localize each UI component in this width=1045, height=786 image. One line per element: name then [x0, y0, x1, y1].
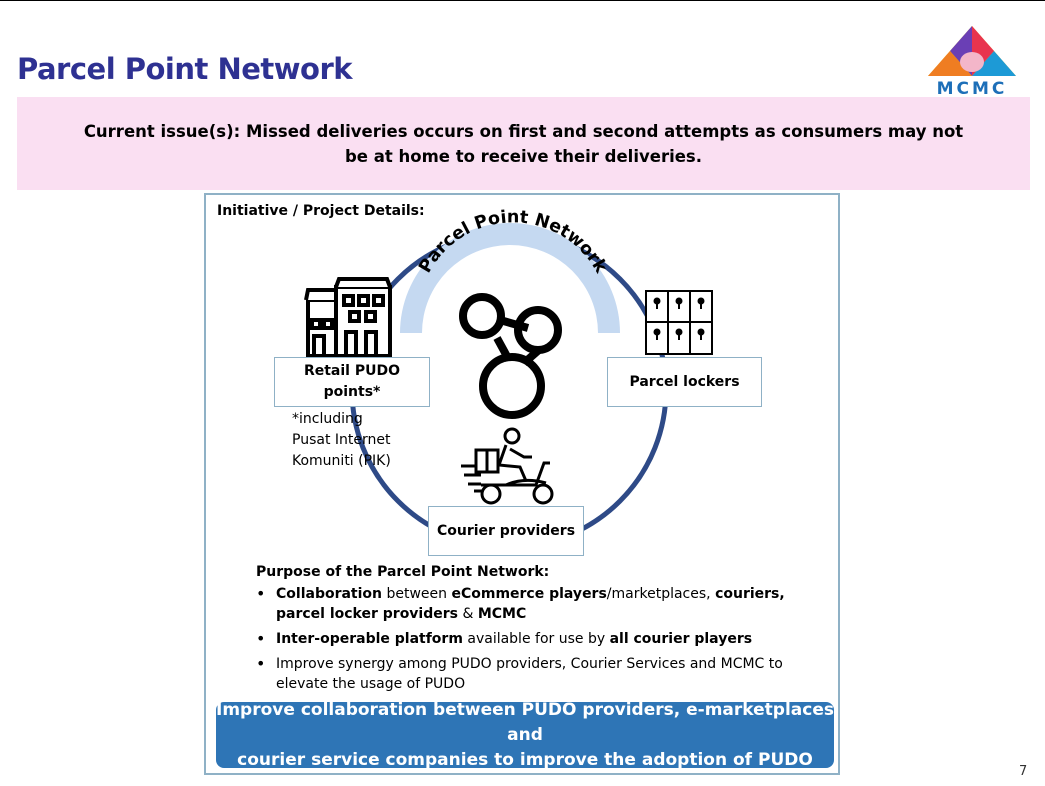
current-issue-banner: Current issue(s): Missed deliveries occu…: [17, 97, 1030, 190]
project-details-panel: Initiative / Project Details: Parcel Poi…: [204, 193, 840, 775]
retail-pudo-label-1: Retail PUDO: [303, 363, 401, 379]
arc-band: [400, 223, 620, 333]
purpose-bullet-synergy: Improve synergy among PUDO providers, Co…: [256, 654, 816, 694]
courier-scooter-icon: [461, 427, 554, 505]
footnote-line: Pusat Internet: [292, 432, 391, 448]
issue-text: Current issue(s): Missed deliveries occu…: [83, 121, 964, 166]
purpose-bullet-collaboration: Collaboration between eCommerce players/…: [256, 584, 816, 624]
panel-label: Initiative / Project Details:: [217, 203, 425, 219]
logo-text: MCMC: [937, 79, 1008, 96]
building-icon: [304, 277, 392, 358]
retail-pudo-box: Retail PUDO points*: [274, 357, 430, 407]
page-number: 7: [1019, 764, 1028, 779]
courier-providers-box: Courier providers: [428, 506, 584, 556]
key-message-banner: Improve collaboration between PUDO provi…: [216, 699, 834, 770]
parcel-lockers-box: Parcel lockers: [607, 357, 762, 407]
parcel-locker-icon: [645, 290, 713, 355]
purpose-section: Purpose of the Parcel Point Network: Col…: [256, 564, 816, 699]
parcel-lockers-label: Parcel lockers: [629, 373, 740, 390]
courier-providers-label: Courier providers: [436, 522, 576, 539]
retail-pudo-label-2: points*: [323, 384, 381, 400]
network-icon: [459, 293, 562, 419]
slide-title: Parcel Point Network: [17, 52, 353, 86]
retail-footnote: *including Pusat Internet Komuniti (PIK): [292, 409, 391, 472]
footnote-line: Komuniti (PIK): [292, 453, 391, 469]
purpose-bullet-platform: Inter-operable platform available for us…: [256, 629, 816, 649]
purpose-list: Collaboration between eCommerce players/…: [256, 584, 816, 694]
mcmc-logo: MCMC: [928, 26, 1016, 96]
purpose-title: Purpose of the Parcel Point Network:: [256, 564, 550, 580]
key-message-line-2: courier service companies to improve the…: [237, 749, 813, 770]
key-message-line-1: Improve collaboration between PUDO provi…: [216, 699, 834, 745]
top-border: [0, 0, 1045, 1]
footnote-line: *including: [292, 411, 363, 427]
network-diagram: Parcel Point Network: [304, 207, 713, 550]
